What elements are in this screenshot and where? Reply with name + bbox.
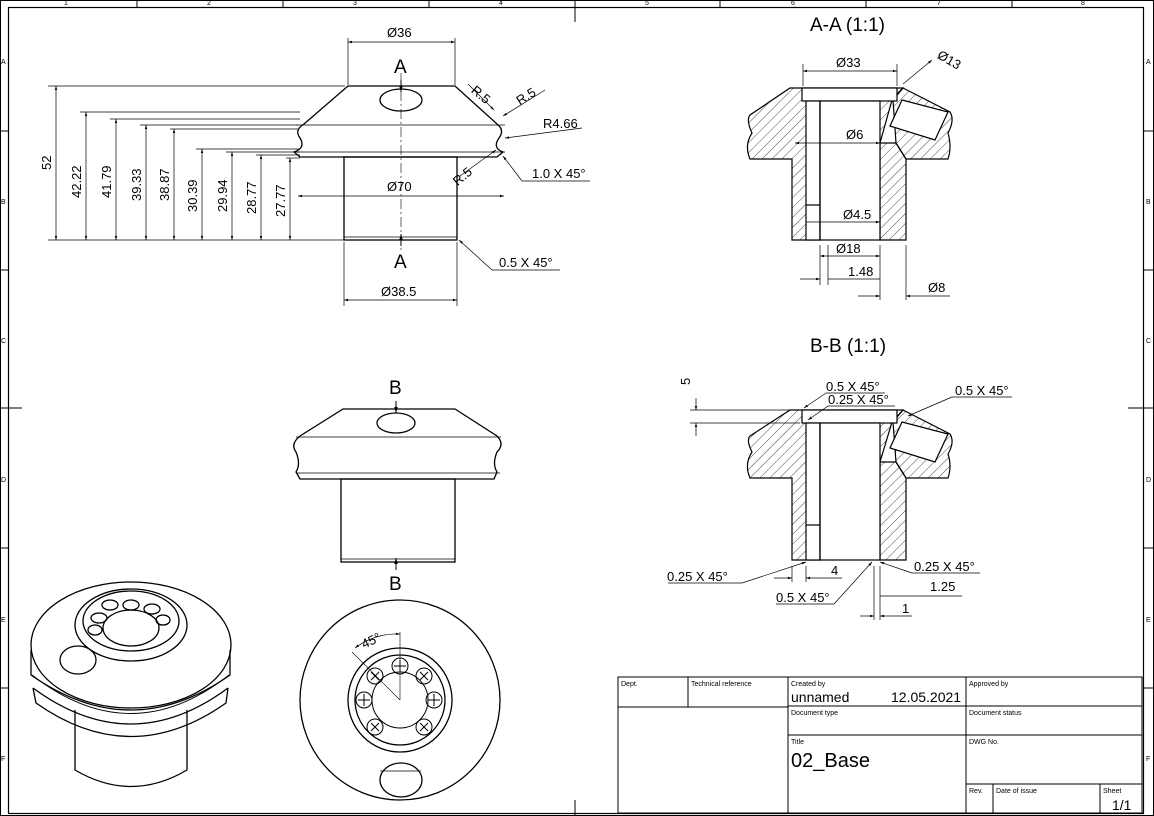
dim-chamfer1: 1.0 X 45° <box>532 166 586 181</box>
section-aa-title: A-A (1:1) <box>810 15 885 36</box>
dim-angle-45: 45° <box>359 630 383 652</box>
dim-h38-87: 38.87 <box>157 168 172 201</box>
bolt-hole-group <box>355 657 443 736</box>
tb-rev-label: Rev. <box>969 788 983 795</box>
dim-d38-5: Ø38.5 <box>381 284 416 299</box>
row-letter: B <box>1146 199 1151 206</box>
section-mark-a: A <box>394 252 407 273</box>
row-letter: C <box>1 338 6 345</box>
front-view-dimension-texts: A A Ø36 Ø70 Ø38.5 R.5 R.5 R4.66 R.5 1.0 … <box>39 25 586 299</box>
dim-c5: 0.25 X 45° <box>914 559 975 574</box>
dim-h52: 52 <box>39 156 54 170</box>
dim-h27-77: 27.77 <box>273 184 288 217</box>
row-letter: F <box>1 756 5 763</box>
row-letter: A <box>1 59 6 66</box>
dim-l1: 1 <box>902 601 909 616</box>
tb-doc-status-label: Document status <box>969 710 1022 717</box>
section-bb-drawing <box>746 409 953 561</box>
dim-c4: 0.25 X 45° <box>667 569 728 584</box>
dim-c3: 0.5 X 45° <box>955 383 1009 398</box>
dim-r1: R.5 <box>468 82 493 106</box>
col-number: 8 <box>1081 0 1085 7</box>
top-view <box>299 599 501 801</box>
row-letter: B <box>1 199 6 206</box>
dim-d36: Ø36 <box>387 25 412 40</box>
col-number: 4 <box>499 0 503 7</box>
dim-d70: Ø70 <box>387 179 412 194</box>
col-number: 7 <box>937 0 941 7</box>
dim-r2: R.5 <box>513 84 538 107</box>
section-mark-b: B <box>389 574 402 595</box>
section-bb-title: B-B (1:1) <box>810 336 886 357</box>
row-letter: F <box>1146 756 1150 763</box>
row-letter: E <box>1146 617 1151 624</box>
tb-sheet: 1/1 <box>1112 797 1132 813</box>
dim-d8: Ø8 <box>928 280 945 295</box>
tb-date-issue-label: Date of issue <box>996 788 1037 795</box>
dim-h5: 5 <box>678 378 693 385</box>
tb-approved-by-label: Approved by <box>969 681 1009 688</box>
tb-dwg-no-label: DWG No. <box>969 739 999 746</box>
dim-h42-22: 42.22 <box>69 165 84 198</box>
section-aa-dimension-texts: Ø33 Ø13 Ø6 Ø4.5 Ø18 1.48 Ø8 <box>836 47 964 295</box>
dim-d33: Ø33 <box>836 55 861 70</box>
row-letter: C <box>1146 338 1151 345</box>
dim-l125: 1.25 <box>930 579 955 594</box>
dim-h41-79: 41.79 <box>99 165 114 198</box>
section-bb-dimension-lines <box>668 392 1012 620</box>
dim-h39-33: 39.33 <box>129 168 144 201</box>
tb-date: 12.05.2021 <box>891 689 961 705</box>
tb-title-label: Title <box>791 739 804 746</box>
frame-labels: 1 2 3 4 5 6 7 8 A B C D E F A B C D E F <box>1 0 1151 763</box>
section-aa-drawing <box>746 87 953 241</box>
row-letter: D <box>1146 477 1151 484</box>
dim-l4: 4 <box>831 563 838 578</box>
section-mark-b: B <box>389 378 402 399</box>
col-number: 3 <box>353 0 357 7</box>
col-number: 1 <box>64 0 68 7</box>
tb-created-by-label: Created by <box>791 681 826 688</box>
isometric-view <box>30 581 232 788</box>
dim-d6: Ø6 <box>846 127 863 142</box>
dim-c2: 0.25 X 45° <box>828 392 889 407</box>
tb-created-by: unnamed <box>791 689 849 705</box>
dim-d18: Ø18 <box>836 241 861 256</box>
section-aa-dimension-lines <box>795 59 950 300</box>
dim-c1: 0.5 X 45° <box>826 379 880 394</box>
dim-h28-77: 28.77 <box>244 181 259 214</box>
col-number: 5 <box>645 0 649 7</box>
tb-doc-type-label: Document type <box>791 710 838 717</box>
title-block <box>617 676 1143 814</box>
dim-chamfer2: 0.5 X 45° <box>499 255 553 270</box>
col-number: 2 <box>207 0 211 7</box>
dim-1-48: 1.48 <box>848 264 873 279</box>
front-view <box>292 73 505 250</box>
tb-tech-ref-label: Technical reference <box>691 681 752 688</box>
dim-r-groove: R4.66 <box>543 116 578 131</box>
dim-c6: 0.5 X 45° <box>776 590 830 605</box>
front-view-dimension-lines <box>48 38 590 306</box>
section-mark-a: A <box>394 57 407 78</box>
dim-h29-94: 29.94 <box>215 179 230 212</box>
row-letter: A <box>1146 59 1151 66</box>
dim-d4-5: Ø4.5 <box>843 207 871 222</box>
view-b <box>293 401 502 570</box>
dim-h30-39: 30.39 <box>185 179 200 212</box>
dim-d13: Ø13 <box>935 47 964 72</box>
tb-dept-label: Dept. <box>621 681 638 688</box>
row-letter: D <box>1 477 6 484</box>
tb-sheet-label: Sheet <box>1103 788 1121 795</box>
row-letter: E <box>1 617 6 624</box>
col-number: 6 <box>791 0 795 7</box>
title-block-texts: Dept. Technical reference Created by unn… <box>621 681 1132 813</box>
section-bb-dimension-texts: 5 0.5 X 45° 0.25 X 45° 0.5 X 45° 0.25 X … <box>667 378 1009 616</box>
tb-title: 02_Base <box>791 750 870 772</box>
